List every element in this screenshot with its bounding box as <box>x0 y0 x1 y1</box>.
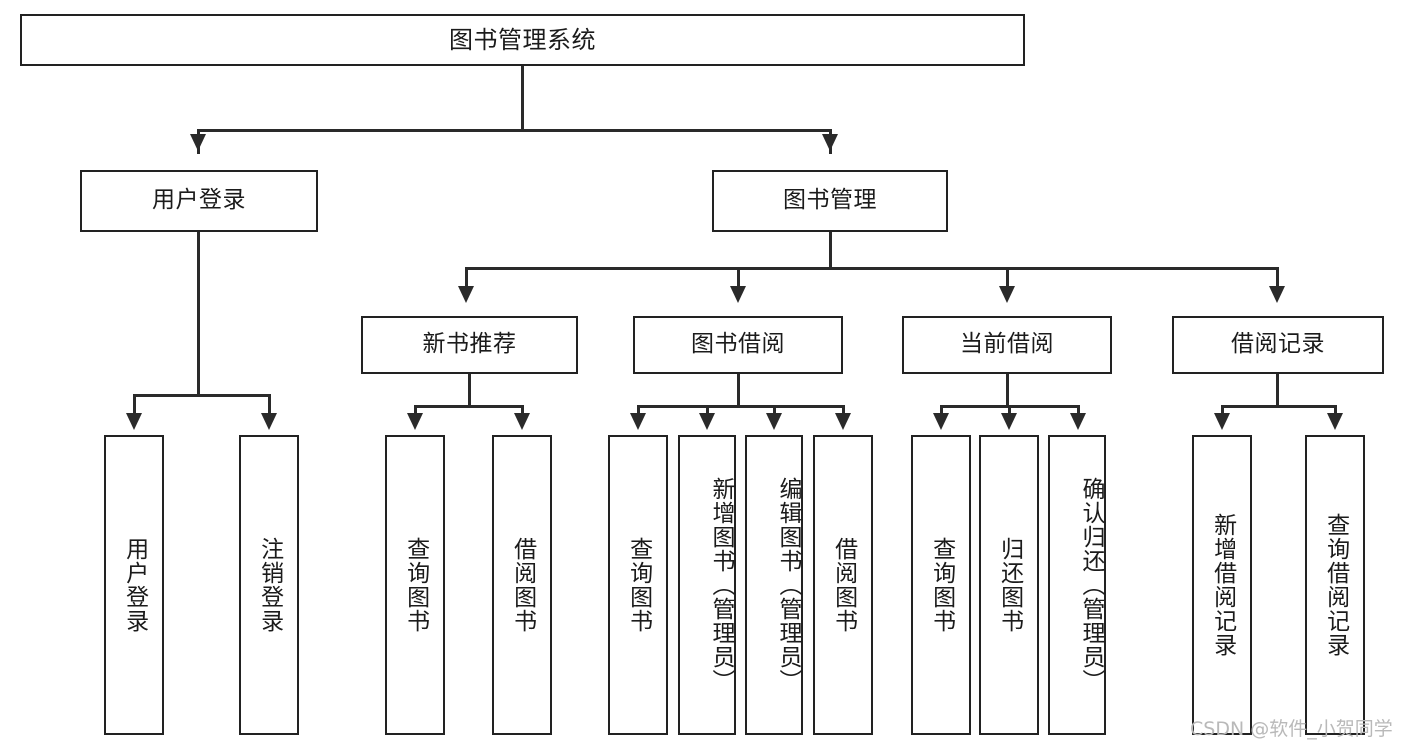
edge-nbr-drop-2 <box>521 405 524 418</box>
edge-br-bus <box>1222 405 1336 408</box>
edge-bb-drop-2 <box>706 405 709 418</box>
arrow-to-leaf-query-book-2 <box>630 413 646 430</box>
node-user-login[interactable]: 用户登录 <box>80 170 318 232</box>
arrow-root-to-user-login <box>190 134 206 151</box>
arrow-to-leaf-confirm-return <box>1070 413 1086 430</box>
arrow-to-book-borrow <box>730 286 746 303</box>
node-new-book-recommend-label: 新书推荐 <box>422 331 517 358</box>
node-book-borrow-label: 图书借阅 <box>691 331 785 358</box>
edge-nbr-stem <box>468 374 471 406</box>
node-leaf-query-record[interactable]: 查询借阅记录 <box>1305 435 1365 735</box>
edge-nbr-drop-1 <box>414 405 417 418</box>
arrow-to-borrow-record <box>1269 286 1285 303</box>
node-leaf-return-book-label: 归还图书 <box>996 537 1023 633</box>
node-leaf-borrow-book-1[interactable]: 借阅图书 <box>492 435 552 735</box>
node-leaf-confirm-return[interactable]: 确认归还（管理员） <box>1048 435 1106 735</box>
edge-user-login-drop-2 <box>268 394 271 418</box>
arrow-to-leaf-add-book <box>699 413 715 430</box>
node-leaf-user-logout[interactable]: 注销登录 <box>239 435 299 735</box>
arrow-to-leaf-edit-book <box>766 413 782 430</box>
edge-bb-bus <box>638 405 844 408</box>
arrow-to-leaf-user-login <box>126 413 142 430</box>
edge-user-login-drop-1 <box>133 394 136 418</box>
edge-user-login-bus <box>134 394 270 397</box>
node-borrow-record[interactable]: 借阅记录 <box>1172 316 1384 374</box>
edge-user-login-stem <box>197 232 200 396</box>
node-leaf-query-record-label: 查询借阅记录 <box>1322 513 1349 657</box>
node-leaf-return-book[interactable]: 归还图书 <box>979 435 1039 735</box>
node-leaf-confirm-return-label: 确认归还（管理员） <box>1078 477 1104 693</box>
arrow-to-leaf-user-logout <box>261 413 277 430</box>
node-leaf-user-login[interactable]: 用户登录 <box>104 435 164 735</box>
edge-root-bus <box>198 129 832 132</box>
node-leaf-user-login-label: 用户登录 <box>121 537 148 633</box>
edge-bb-drop-3 <box>773 405 776 418</box>
node-leaf-add-book-label: 新增图书（管理员） <box>708 477 734 693</box>
node-new-book-recommend[interactable]: 新书推荐 <box>361 316 578 374</box>
edge-bm-drop-2 <box>737 267 740 291</box>
arrow-to-leaf-borrow-book-2 <box>835 413 851 430</box>
node-leaf-edit-book[interactable]: 编辑图书（管理员） <box>745 435 803 735</box>
edge-cb-drop-3 <box>1077 405 1080 418</box>
edge-cb-drop-2 <box>1008 405 1011 418</box>
node-leaf-query-book-2-label: 查询图书 <box>625 537 652 633</box>
edge-cb-drop-1 <box>940 405 943 418</box>
arrow-to-current-borrow <box>999 286 1015 303</box>
node-leaf-query-book-1[interactable]: 查询图书 <box>385 435 445 735</box>
node-leaf-query-book-3[interactable]: 查询图书 <box>911 435 971 735</box>
edge-bb-drop-4 <box>842 405 845 418</box>
node-current-borrow-label: 当前借阅 <box>960 331 1054 358</box>
node-leaf-borrow-book-1-label: 借阅图书 <box>509 537 536 633</box>
node-user-login-label: 用户登录 <box>152 187 246 214</box>
node-borrow-record-label: 借阅记录 <box>1231 331 1325 358</box>
arrow-to-new-book-recommend <box>458 286 474 303</box>
node-leaf-query-book-1-label: 查询图书 <box>402 537 429 633</box>
edge-br-drop-1 <box>1221 405 1224 418</box>
arrow-to-leaf-add-record <box>1214 413 1230 430</box>
edge-br-drop-2 <box>1334 405 1337 418</box>
node-leaf-add-record-label: 新增借阅记录 <box>1209 513 1236 657</box>
arrow-to-leaf-query-book-3 <box>933 413 949 430</box>
node-book-management[interactable]: 图书管理 <box>712 170 948 232</box>
node-leaf-borrow-book-2[interactable]: 借阅图书 <box>813 435 873 735</box>
node-leaf-add-record[interactable]: 新增借阅记录 <box>1192 435 1252 735</box>
node-leaf-borrow-book-2-label: 借阅图书 <box>830 537 857 633</box>
node-leaf-add-book[interactable]: 新增图书（管理员） <box>678 435 736 735</box>
edge-br-stem <box>1276 374 1279 406</box>
edge-bm-drop-1 <box>465 267 468 291</box>
node-leaf-query-book-2[interactable]: 查询图书 <box>608 435 668 735</box>
edge-bm-drop-4 <box>1276 267 1279 291</box>
node-leaf-query-book-3-label: 查询图书 <box>928 537 955 633</box>
node-current-borrow[interactable]: 当前借阅 <box>902 316 1112 374</box>
edge-book-management-stem <box>829 232 832 268</box>
node-leaf-user-logout-label: 注销登录 <box>256 537 283 633</box>
edge-bm-drop-3 <box>1006 267 1009 291</box>
edge-nbr-bus <box>415 405 523 408</box>
edge-root-stem <box>521 66 524 130</box>
node-book-borrow[interactable]: 图书借阅 <box>633 316 843 374</box>
edge-book-management-bus <box>466 267 1278 270</box>
node-root[interactable]: 图书管理系统 <box>20 14 1025 66</box>
node-leaf-edit-book-label: 编辑图书（管理员） <box>775 477 801 693</box>
edge-bb-drop-1 <box>637 405 640 418</box>
edge-bb-stem <box>737 374 740 406</box>
arrow-to-leaf-return-book <box>1001 413 1017 430</box>
arrow-root-to-book-management <box>822 134 838 151</box>
arrow-to-leaf-query-book-1 <box>407 413 423 430</box>
arrow-to-leaf-query-record <box>1327 413 1343 430</box>
node-book-management-label: 图书管理 <box>783 187 877 214</box>
node-root-label: 图书管理系统 <box>449 25 596 54</box>
edge-cb-stem <box>1006 374 1009 406</box>
arrow-to-leaf-borrow-book-1 <box>514 413 530 430</box>
